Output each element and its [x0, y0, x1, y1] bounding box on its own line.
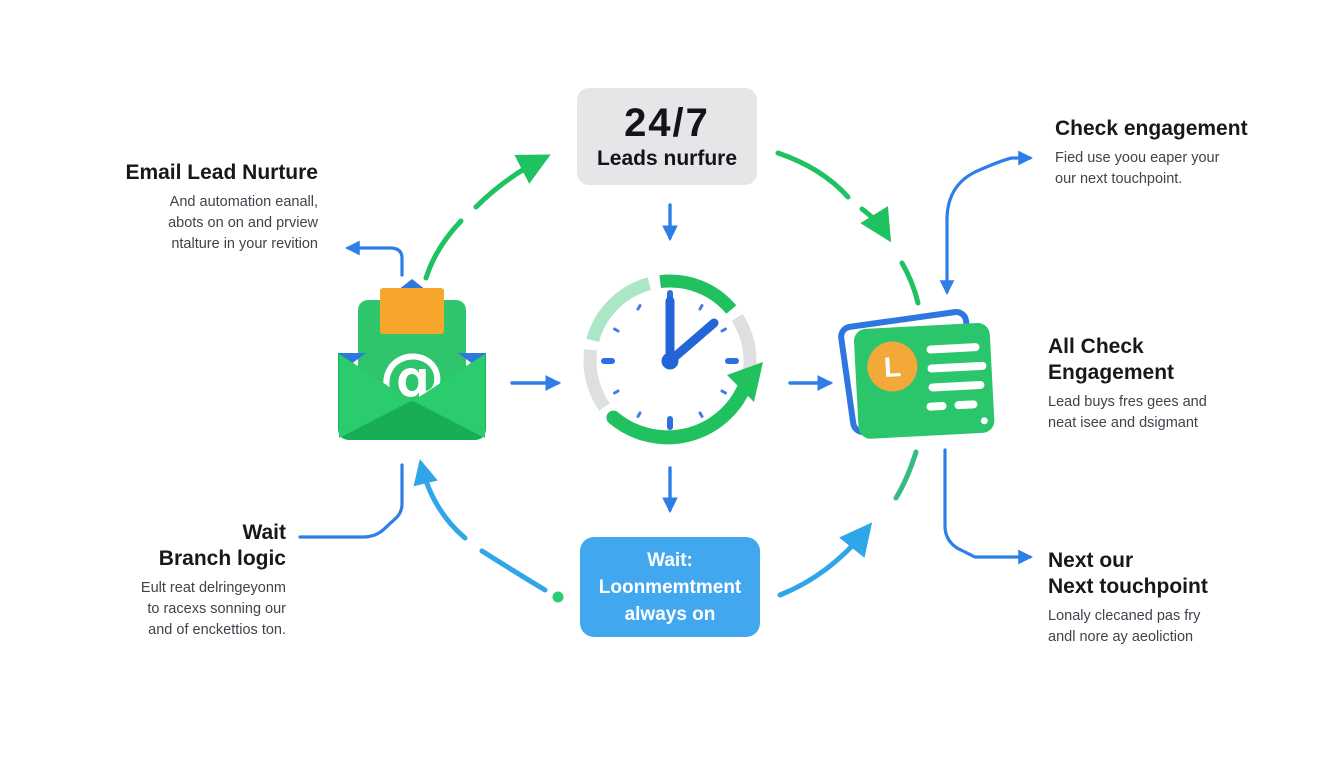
- engagement-card-icon: L: [838, 309, 995, 439]
- wait-box-line2: Loonmemtment: [598, 576, 742, 598]
- email-nurture-title: Email Lead Nurture: [125, 161, 318, 184]
- arc-waitbox-to-envelope-seg2: [413, 459, 468, 541]
- wait-title-line2: Branch logic: [158, 547, 286, 570]
- line-wait-label-to-envelope: [298, 463, 404, 539]
- label-email-lead-nurture: Email Lead Nurture And automation eanall…: [88, 160, 318, 255]
- node-wait-commitment: Wait: Loonmemtment always on: [580, 537, 760, 637]
- check-engagement-line1: Fied use yoou eaper your: [1055, 150, 1220, 166]
- check-engagement-line2: our next touchpoint.: [1055, 171, 1183, 187]
- wait-line2: to racexs sonning our: [147, 601, 286, 617]
- card-badge-letter: L: [883, 351, 902, 383]
- email-nurture-line3: ntalture in your revition: [171, 236, 318, 252]
- leads-nurture-text: Leads nurfure: [596, 147, 738, 170]
- arc-topbox-to-card-seg1: [775, 150, 851, 200]
- arrow-card-to-next-label: [943, 448, 1033, 565]
- label-all-check-engagement: All Check Engagement Lead buys fres gees…: [1048, 334, 1288, 434]
- all-check-title-line1: All Check: [1048, 335, 1144, 358]
- arc-topbox-to-card-seg2: [859, 206, 892, 243]
- label-next-touchpoint: Next our Next touchpoint Lonaly clecaned…: [1048, 548, 1298, 648]
- arc-start-dot: [552, 591, 564, 603]
- arc-topbox-to-card-seg3: [899, 260, 921, 306]
- arc-waitbox-to-envelope-seg1: [479, 548, 548, 593]
- label-wait-branch-logic: Wait Branch logic Eult reat delringeyonm…: [60, 520, 286, 641]
- check-engagement-title: Check engagement: [1055, 117, 1248, 140]
- wait-box-line3: always on: [624, 603, 716, 625]
- email-nurture-line1: And automation eanall,: [169, 194, 318, 210]
- arc-waitbox-to-card-seg1: [777, 522, 873, 598]
- email-envelope-icon: @: [338, 279, 486, 440]
- wait-title-line1: Wait: [242, 521, 286, 544]
- all-check-title-line2: Engagement: [1048, 361, 1175, 384]
- next-line1: Lonaly clecaned pas fry: [1048, 608, 1201, 624]
- wait-box-line1: Wait:: [647, 549, 693, 571]
- email-nurture-line2: abots on on and prview: [168, 215, 318, 231]
- node-247-leads-nurture: 24/7 Leads nurfure: [577, 88, 757, 185]
- 247-text: 24/7: [624, 101, 710, 145]
- wait-line1: Eult reat delringeyonm: [140, 580, 286, 596]
- clock-247-icon: [583, 274, 763, 445]
- arc-envelope-to-topbox-seg2: [473, 154, 551, 210]
- wait-line3: and of enckettios ton.: [148, 622, 286, 638]
- all-check-line2: neat isee and dsigmant: [1048, 415, 1198, 431]
- next-title-line1: Next our: [1048, 549, 1134, 572]
- all-check-line1: Lead buys fres gees and: [1048, 394, 1207, 410]
- arc-waitbox-to-card-seg2: [893, 449, 919, 501]
- label-check-engagement: Check engagement Fied use yoou eaper you…: [1055, 116, 1285, 190]
- next-line2: andl nore ay aeoliction: [1048, 629, 1194, 645]
- arrow-card-to-check-label: [945, 150, 1033, 222]
- next-title-line2: Next touchpoint: [1048, 575, 1208, 598]
